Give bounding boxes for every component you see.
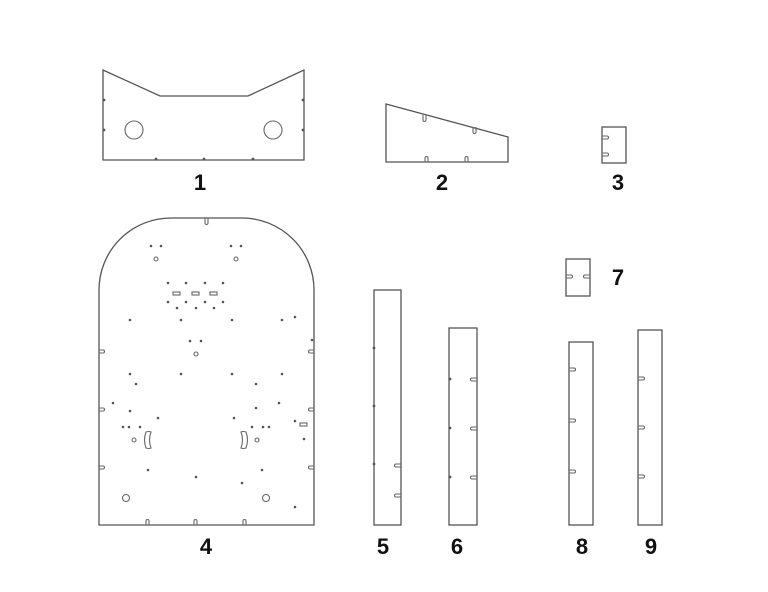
part-label-5: 5: [377, 534, 389, 559]
part-3: 3: [601, 126, 627, 195]
part-label-4: 4: [200, 534, 213, 559]
part-label-3: 3: [612, 170, 624, 195]
part-6: 6: [448, 327, 478, 559]
part-5: 5: [372, 289, 402, 559]
part-label-1: 1: [194, 170, 206, 195]
part-1: 1: [102, 68, 305, 195]
part-9: 9: [637, 329, 663, 559]
part-4: 4: [98, 217, 315, 559]
part-7: 7: [565, 258, 624, 297]
part-label-2: 2: [436, 170, 448, 195]
part-2: 2: [385, 103, 509, 195]
part-label-8: 8: [576, 534, 588, 559]
part-8: 8: [568, 341, 594, 559]
part-label-9: 9: [645, 534, 657, 559]
part-label-7: 7: [612, 265, 624, 290]
part-label-6: 6: [451, 534, 463, 559]
